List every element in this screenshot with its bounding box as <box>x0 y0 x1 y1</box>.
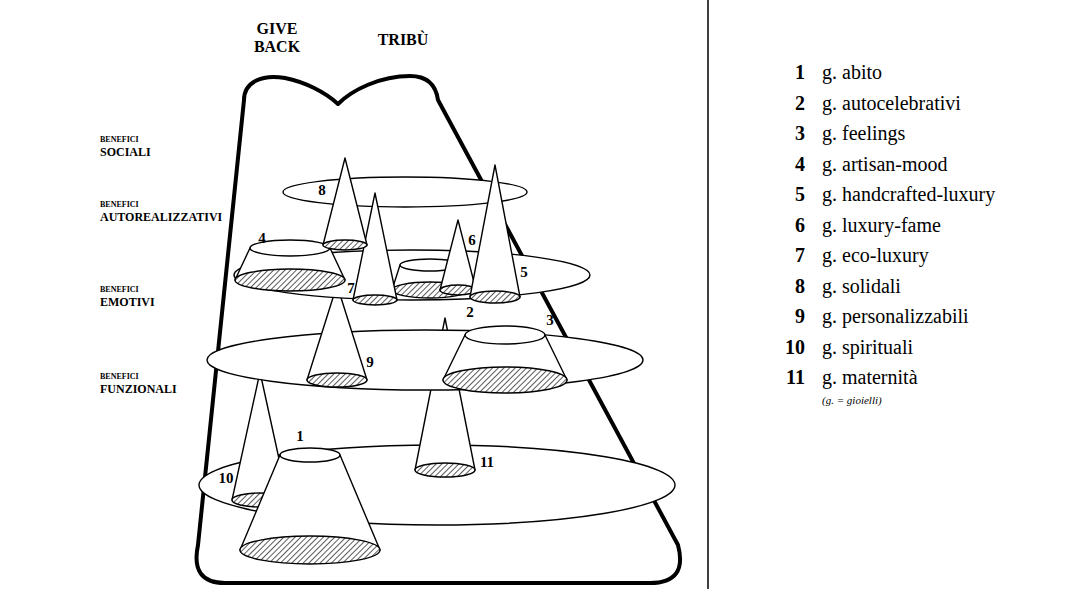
callout-number: 5 <box>520 264 528 281</box>
frustum <box>443 326 567 393</box>
peak-label: GIVE BACK <box>242 20 312 55</box>
legend-number: 8 <box>795 275 805 297</box>
legend-text: g. luxury-fame <box>822 214 941 236</box>
legend-text: g. artisan-mood <box>822 153 948 175</box>
callout-number: 8 <box>318 182 326 199</box>
callout-number: 7 <box>347 280 355 297</box>
callout-number: 9 <box>366 354 374 371</box>
legend-text: g. handcrafted-luxury <box>822 183 995 205</box>
cone <box>323 158 367 250</box>
legend-text: g. personalizzabili <box>822 305 969 327</box>
cone <box>440 220 476 295</box>
legend-number: 5 <box>795 183 805 205</box>
level-prefix: BENEFICI <box>100 286 139 295</box>
legend-number: 3 <box>795 122 805 144</box>
callout-number: 6 <box>468 232 476 249</box>
legend-number: 4 <box>795 153 805 175</box>
level-name: SOCIALI <box>100 146 151 159</box>
legend-number: 2 <box>795 92 805 114</box>
callout-number: 11 <box>480 454 494 471</box>
legend-number: 1 <box>795 61 805 83</box>
level-name: FUNZIONALI <box>100 383 177 396</box>
level-prefix: BENEFICI <box>100 373 139 382</box>
peak-label: TRIBÙ <box>378 31 429 49</box>
legend-number: 10 <box>785 336 805 358</box>
legend-number: 11 <box>786 366 805 388</box>
level-name: EMOTIVI <box>100 296 155 309</box>
legend-note: (g. = gioielli) <box>822 394 882 406</box>
plate <box>207 330 643 390</box>
legend-number: 6 <box>795 214 805 236</box>
legend-text: g. autocelebrativi <box>822 92 961 114</box>
volcano-outline <box>197 76 681 583</box>
frustum <box>240 448 380 564</box>
level-prefix: BENEFICI <box>100 136 139 145</box>
callout-number: 2 <box>466 304 474 321</box>
callout-number: 3 <box>546 312 554 329</box>
legend-text: g. solidali <box>822 275 901 297</box>
divider-line <box>707 0 709 589</box>
level-name: AUTOREALIZZATIVI <box>100 211 222 224</box>
legend-text: g. spirituali <box>822 336 913 358</box>
legend-text: g. eco-luxury <box>822 244 929 266</box>
legend-number: 7 <box>795 244 805 266</box>
legend-text: g. feelings <box>822 122 905 144</box>
legend-number: 9 <box>795 305 805 327</box>
callout-number: 10 <box>219 470 234 487</box>
legend-text: g. maternità <box>822 366 918 388</box>
cone <box>470 165 520 303</box>
callout-number: 1 <box>296 428 304 445</box>
callout-number: 4 <box>258 230 266 247</box>
level-prefix: BENEFICI <box>100 201 139 210</box>
legend-text: g. abito <box>822 61 882 83</box>
